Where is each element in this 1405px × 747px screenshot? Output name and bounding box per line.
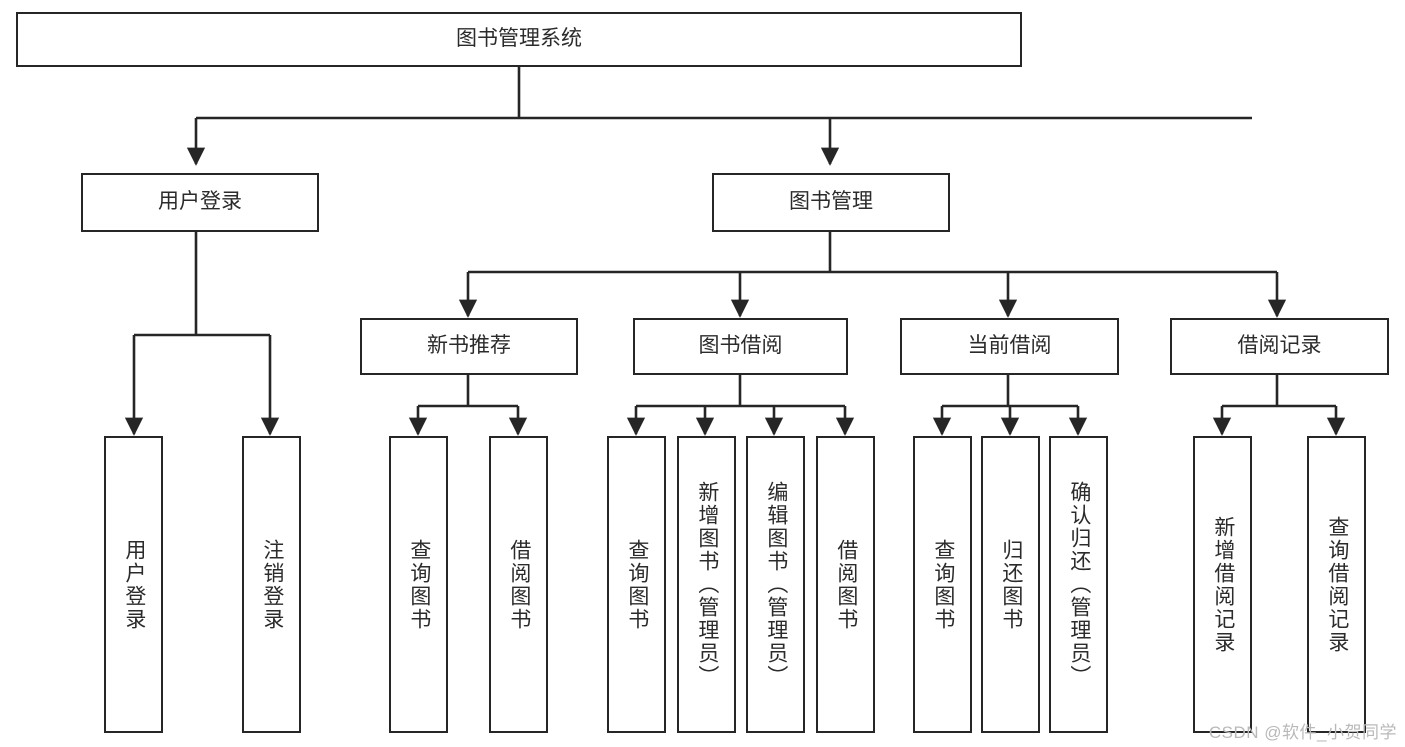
node-new-book-recommend[interactable]: 新书推荐: [360, 318, 578, 375]
leaf-label: 归还图书: [999, 538, 1023, 631]
leaf-query-borrow-record[interactable]: 查询借阅记录: [1307, 436, 1366, 733]
leaf-borrow-book-recommend[interactable]: 借阅图书: [489, 436, 548, 733]
leaf-confirm-return-admin[interactable]: 确认归还（管理员）: [1049, 436, 1108, 733]
node-current-borrow[interactable]: 当前借阅: [900, 318, 1119, 375]
node-book-management[interactable]: 图书管理: [712, 173, 950, 232]
leaf-return-book[interactable]: 归还图书: [981, 436, 1040, 733]
leaf-label: 查询借阅记录: [1325, 515, 1349, 654]
leaf-logout[interactable]: 注销登录: [242, 436, 301, 733]
node-book-borrow[interactable]: 图书借阅: [633, 318, 848, 375]
node-user-login[interactable]: 用户登录: [81, 173, 319, 232]
leaf-label: 新增图书（管理员）: [695, 481, 719, 688]
leaf-label: 编辑图书（管理员）: [764, 481, 788, 688]
leaf-query-book-current[interactable]: 查询图书: [913, 436, 972, 733]
leaf-label: 注销登录: [260, 538, 284, 631]
leaf-add-book-admin[interactable]: 新增图书（管理员）: [677, 436, 736, 733]
leaf-query-book-borrow[interactable]: 查询图书: [607, 436, 666, 733]
node-root-system[interactable]: 图书管理系统: [16, 12, 1022, 67]
leaf-label: 查询图书: [407, 538, 431, 631]
leaf-label: 新增借阅记录: [1211, 515, 1235, 654]
leaf-add-borrow-record[interactable]: 新增借阅记录: [1193, 436, 1252, 733]
leaf-label: 确认归还（管理员）: [1067, 481, 1091, 688]
leaf-user-login[interactable]: 用户登录: [104, 436, 163, 733]
leaf-label: 借阅图书: [507, 538, 531, 631]
leaf-borrow-book[interactable]: 借阅图书: [816, 436, 875, 733]
leaf-query-book-recommend[interactable]: 查询图书: [389, 436, 448, 733]
watermark-text: CSDN @软件_小贺同学: [1208, 723, 1397, 742]
node-borrow-record[interactable]: 借阅记录: [1170, 318, 1389, 375]
leaf-edit-book-admin[interactable]: 编辑图书（管理员）: [746, 436, 805, 733]
leaf-label: 查询图书: [931, 538, 955, 631]
leaf-label: 用户登录: [122, 538, 146, 631]
leaf-label: 查询图书: [625, 538, 649, 631]
leaf-label: 借阅图书: [834, 538, 858, 631]
